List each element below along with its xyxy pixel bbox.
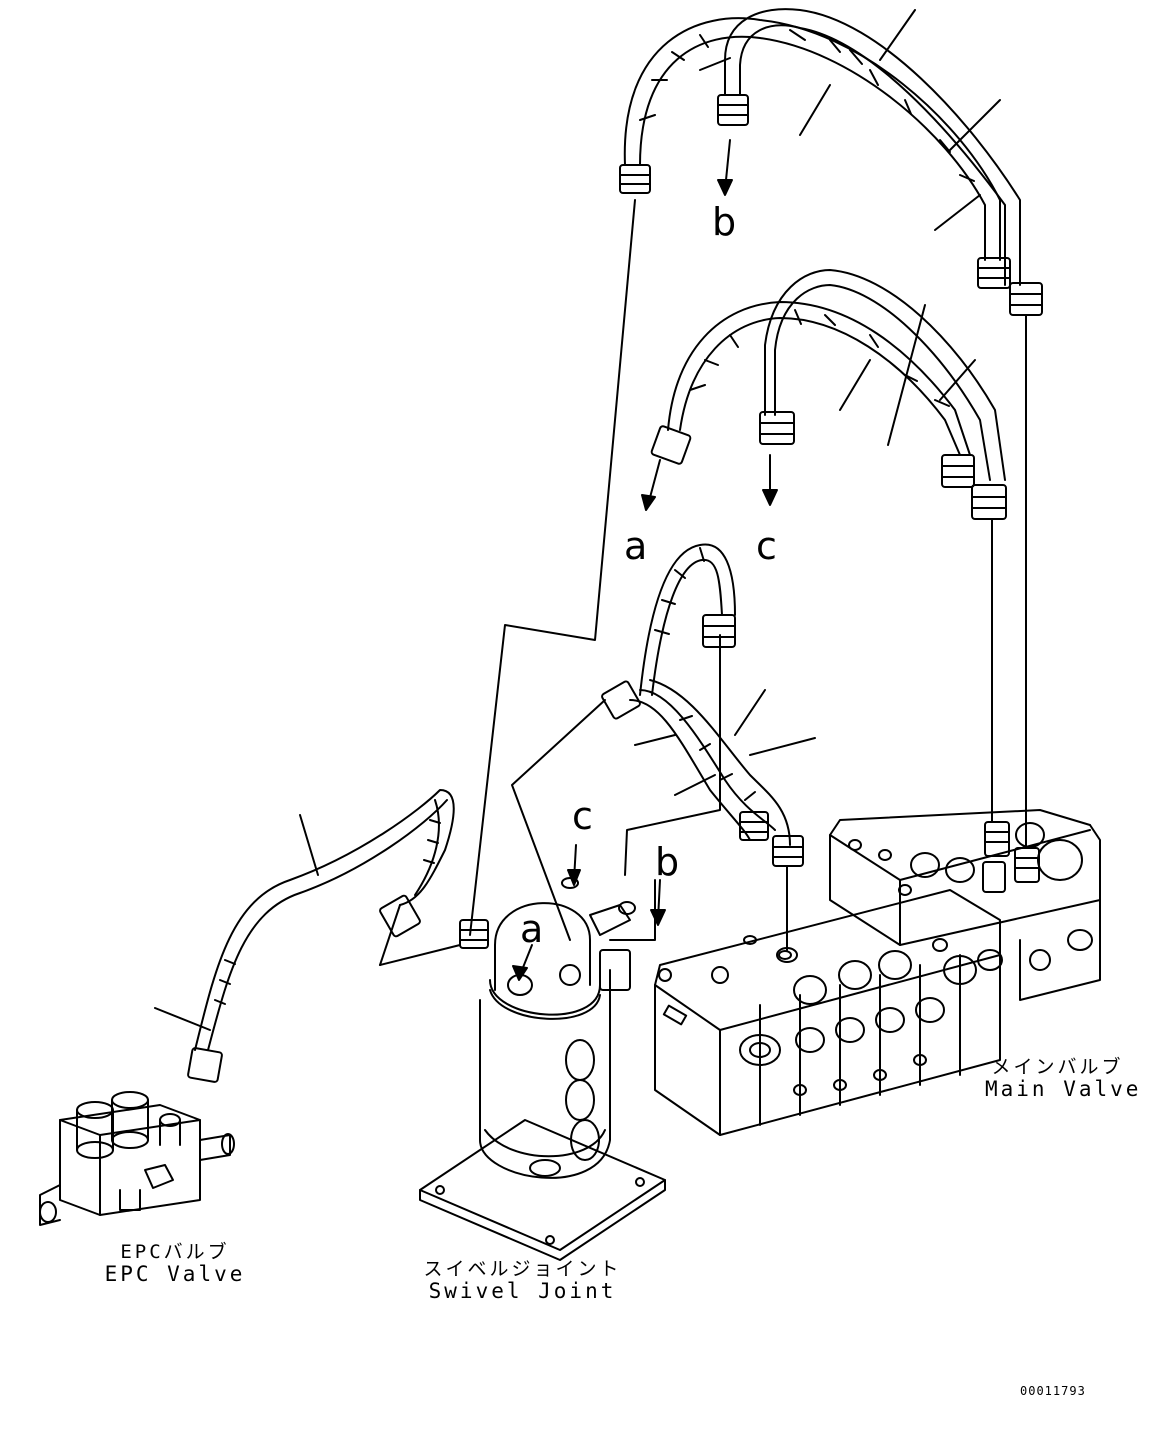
epc-valve-body bbox=[39, 1091, 235, 1226]
main-valve-label-jp: メインバルブ bbox=[991, 1056, 1124, 1078]
epc-valve-label-jp: EPCバルブ bbox=[120, 1241, 230, 1263]
drawing-number: 00011793 bbox=[1020, 1384, 1086, 1398]
ref-a-mid: a bbox=[624, 524, 648, 568]
ref-c-lower: c bbox=[572, 794, 593, 838]
ref-a-lower: a bbox=[520, 907, 544, 951]
swivel-joint-label-en: Swivel Joint bbox=[428, 1278, 617, 1303]
epc-valve-label: EPCバルブ EPC Valve bbox=[100, 1241, 250, 1286]
top-hose-bundle bbox=[619, 8, 1043, 316]
swivel-joint-label: スイベルジョイント Swivel Joint bbox=[420, 1258, 625, 1303]
main-valve-body bbox=[654, 315, 1101, 1136]
ref-b-lower: b bbox=[655, 840, 680, 884]
main-valve-label-en: Main Valve bbox=[985, 1076, 1142, 1101]
epc-valve-label-en: EPC Valve bbox=[104, 1261, 246, 1286]
ref-b-top: b bbox=[712, 200, 737, 244]
ref-c-mid: c bbox=[756, 524, 777, 568]
epc-hose bbox=[154, 789, 455, 1083]
swivel-joint-label-jp: スイベルジョイント bbox=[423, 1258, 622, 1280]
lower-hose-bundle bbox=[601, 543, 816, 867]
swivel-ref-arrows bbox=[512, 844, 666, 981]
middle-hose-bundle bbox=[641, 269, 1007, 520]
main-valve-label: メインバルブ Main Valve bbox=[985, 1056, 1142, 1101]
swivel-joint-body bbox=[379, 199, 721, 1261]
